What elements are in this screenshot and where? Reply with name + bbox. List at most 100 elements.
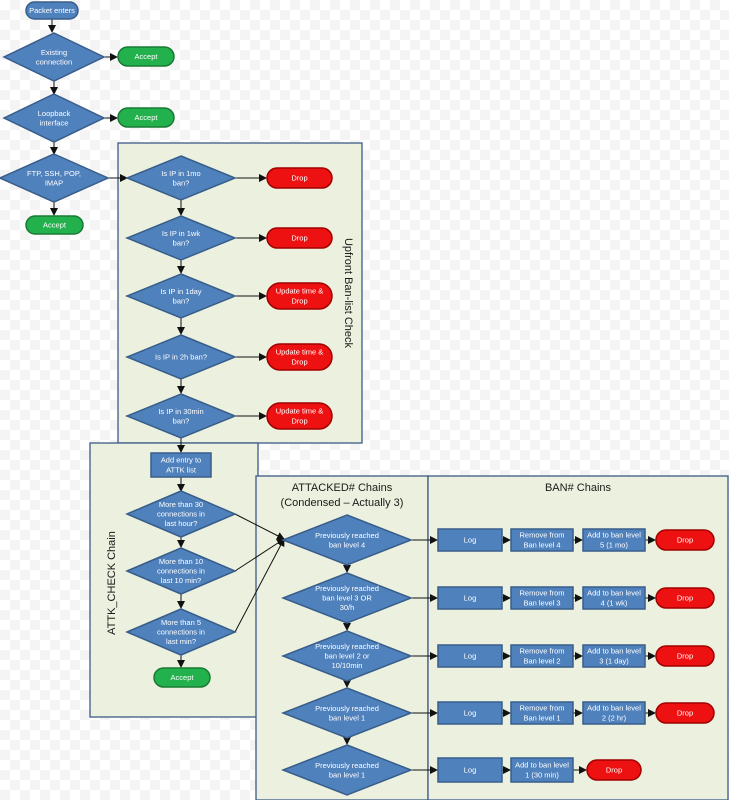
ban-remove-4-label: Remove from: [519, 704, 564, 713]
upfront-check-5-label: ban?: [173, 416, 190, 425]
upfront-check-3-label: ban?: [173, 296, 190, 305]
ban-remove-2-label: Ban level 3: [523, 599, 560, 608]
ban-add-4-shape: [582, 701, 646, 725]
attk-check-1-label: More than 30: [159, 500, 203, 509]
upfront-result-2-label: Drop: [291, 234, 307, 243]
loopback-accept-label: Accept: [135, 113, 159, 122]
upfront-check-1-shape: [125, 155, 237, 201]
ban-remove-2-label: Remove from: [519, 589, 564, 598]
start-node: Packet enters: [25, 1, 79, 20]
ban-log-4-label: Log: [464, 709, 477, 718]
ban-add-1-shape: [582, 528, 646, 552]
attk-check-2-shape: [125, 547, 237, 595]
upfront-check-5-shape: [125, 393, 237, 439]
ftp-decision-label: FTP, SSH, POP,: [27, 169, 81, 178]
attacked-check-1-label: ban level 4: [329, 540, 365, 549]
ban-drop-1-shape: [655, 529, 715, 551]
upfront-result-4-label: Update time &: [276, 348, 324, 357]
attk-add-entry-label: ATTK list: [166, 466, 197, 475]
edge-attk-3-attacked: [234, 538, 285, 633]
upfront-result-4-shape: [266, 343, 333, 371]
attacked-check-2-shape: [280, 572, 414, 624]
upfront-check-4-label: Is IP in 2h ban?: [155, 353, 207, 362]
loopback-accept: Accept: [117, 107, 175, 128]
attk-check-2-label: More than 10: [159, 557, 203, 566]
upfront-title: Upfront Ban-list Check: [342, 238, 354, 349]
ban-panel: [427, 475, 729, 800]
ban-log-4-shape: [437, 701, 503, 725]
upfront-result-4: Update time &Drop: [266, 343, 333, 371]
ban-remove-1-shape: [510, 528, 574, 552]
ban-drop-3: Drop: [655, 645, 715, 667]
final-accept: Accept: [25, 215, 84, 235]
attk-accept-shape: [153, 667, 211, 688]
existing-accept-shape: [117, 46, 175, 67]
attk-check-1-label: connections in: [157, 510, 205, 519]
final-accept-label: Accept: [43, 221, 67, 230]
attk-check-3-shape: [125, 608, 237, 656]
upfront-result-3-label: Update time &: [276, 287, 324, 296]
ban-add-4-label: 2 (2 hr): [602, 714, 627, 723]
attk-check-1-shape: [125, 490, 237, 538]
ban-remove-1-label: Ban level 4: [523, 541, 560, 550]
attk-check-1-label: last hour?: [165, 519, 198, 528]
upfront-result-3-label: Drop: [291, 297, 307, 306]
ban-log-4: Log: [437, 701, 503, 725]
ban-drop-3-label: Drop: [677, 652, 693, 661]
upfront-check-2-label: ban?: [173, 238, 190, 247]
ftp-decision: FTP, SSH, POP,IMAP: [0, 153, 110, 203]
existing-decision-label: connection: [36, 57, 72, 66]
attacked-check-5-shape: [280, 744, 414, 796]
edge-attk-2-attacked: [234, 538, 285, 572]
attacked-check-5-label: Previously reached: [315, 761, 379, 770]
existing-accept-label: Accept: [135, 52, 159, 61]
attacked-check-3-label: ban level 2 or: [324, 652, 370, 661]
ban-add-3-shape: [582, 644, 646, 668]
ban-log-2: Log: [437, 586, 503, 610]
upfront-result-3-shape: [266, 282, 333, 310]
ban-add-2-label: 4 (1 wk): [601, 599, 628, 608]
ban-log-1-shape: [437, 528, 503, 552]
existing-decision-label: Existing: [41, 48, 67, 57]
ban-log-1-label: Log: [464, 536, 477, 545]
ban-drop-5-shape: [586, 759, 642, 781]
ban-remove-4-label: Ban level 1: [523, 714, 560, 723]
attacked-check-1-label: Previously reached: [315, 531, 379, 540]
ban-title: BAN# Chains: [545, 482, 612, 494]
upfront-result-1: Drop: [266, 167, 333, 189]
attacked-check-2-label: Previously reached: [315, 584, 379, 593]
upfront-result-1-shape: [266, 167, 333, 189]
attacked-check-2-label: 30/h: [340, 603, 355, 612]
upfront-result-3: Update time &Drop: [266, 282, 333, 310]
ban-add-2-shape: [582, 586, 646, 610]
ban-log-2-shape: [437, 586, 503, 610]
ban-remove-4-shape: [510, 701, 574, 725]
upfront-check-1-label: Is IP in 1mo: [161, 169, 200, 178]
ban-drop-4-label: Drop: [677, 709, 693, 718]
ban-log-5-label: Log: [464, 766, 477, 775]
upfront-check-3-label: Is IP in 1day: [160, 287, 201, 296]
attacked-check-2-label: ban level 3 OR: [322, 594, 372, 603]
upfront-check-5-label: Is IP in 30min: [158, 407, 203, 416]
ban-add-5-shape: [510, 757, 574, 783]
ban-drop-2-shape: [655, 587, 715, 609]
loopback-decision-label: interface: [40, 118, 69, 127]
attacked-check-3-label: Previously reached: [315, 642, 379, 651]
attacked-check-4-shape: [280, 687, 414, 739]
ban-drop-1-label: Drop: [677, 536, 693, 545]
attk-check-3-label: connections in: [157, 628, 205, 637]
attk-check-2-label: connections in: [157, 567, 205, 576]
attk-accept: Accept: [153, 667, 211, 688]
